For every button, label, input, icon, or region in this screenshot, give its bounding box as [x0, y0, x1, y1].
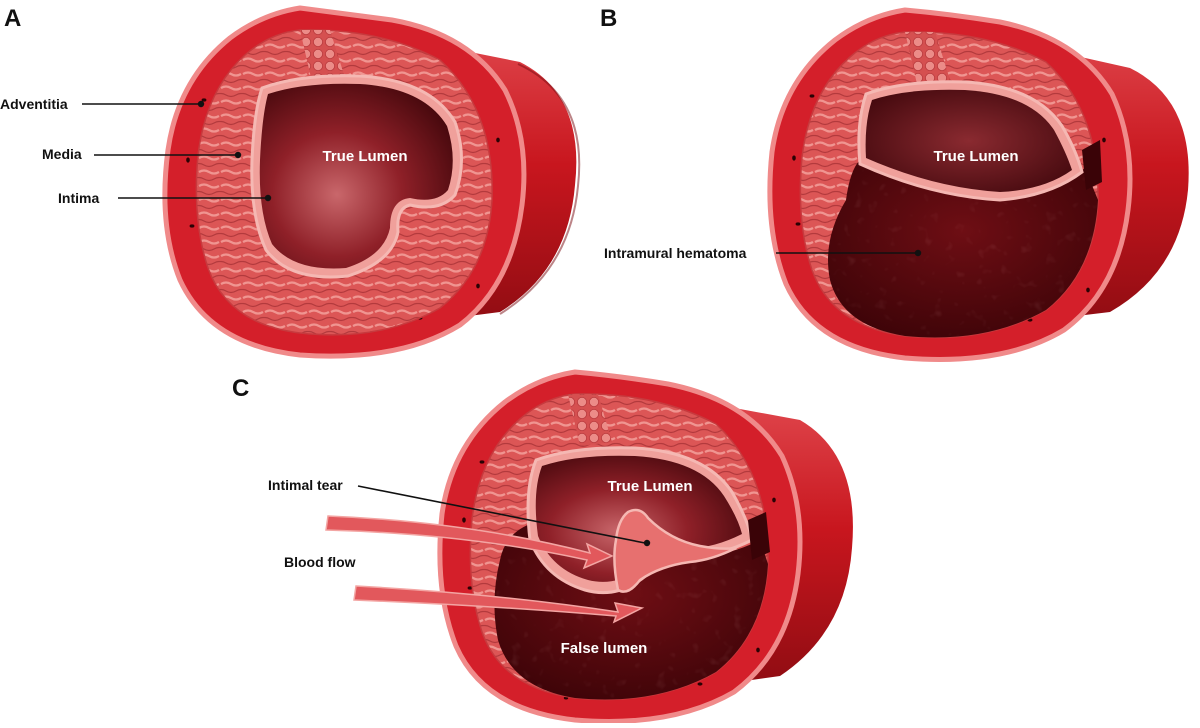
leader-dot-intima [264, 194, 272, 202]
panel-b-label: B [600, 5, 617, 32]
panel-a-true-lumen: True Lumen [259, 83, 453, 269]
leader-dot-intimal-tear [643, 539, 651, 547]
panel-a-true-lumen-label: True Lumen [322, 148, 407, 165]
panel-c: C False l [232, 369, 853, 724]
callout-blood-flow: Blood flow [284, 554, 356, 570]
callout-intima: Intima [58, 190, 99, 206]
panel-c-true-lumen-label: True Lumen [607, 478, 692, 495]
blood-flow-arrows [325, 515, 645, 624]
panel-a-label: A [4, 5, 21, 32]
blood-flow-arrow-lower [353, 585, 645, 624]
panel-b-true-lumen: True Lumen [865, 89, 1102, 192]
leader-dot-media [234, 151, 242, 159]
leader-dot-intramural-hematoma [914, 249, 922, 257]
panel-b-true-lumen-label: True Lumen [933, 148, 1018, 165]
panel-c-callouts: Intimal tear Blood flow [268, 477, 651, 570]
panel-c-false-lumen-label: False lumen [561, 640, 648, 657]
panel-c-intimal-flap [613, 508, 770, 593]
panel-b: B [600, 5, 1189, 362]
panel-c-label: C [232, 375, 249, 402]
panel-b-callouts: Intramural hematoma [604, 245, 922, 261]
callout-intimal-tear: Intimal tear [268, 477, 343, 493]
panel-b-intramural-hematoma [828, 160, 1098, 338]
leader-intimal-tear [357, 485, 646, 544]
callout-media: Media [42, 146, 82, 162]
blood-flow-arrow-upper [325, 515, 614, 570]
leader-dot-adventitia [197, 100, 205, 108]
callout-adventitia: Adventitia [0, 96, 68, 112]
panel-a-callouts: Adventitia Media Intima [0, 96, 272, 206]
panel-a: A [0, 5, 581, 359]
callout-intramural-hematoma: Intramural hematoma [604, 245, 747, 261]
